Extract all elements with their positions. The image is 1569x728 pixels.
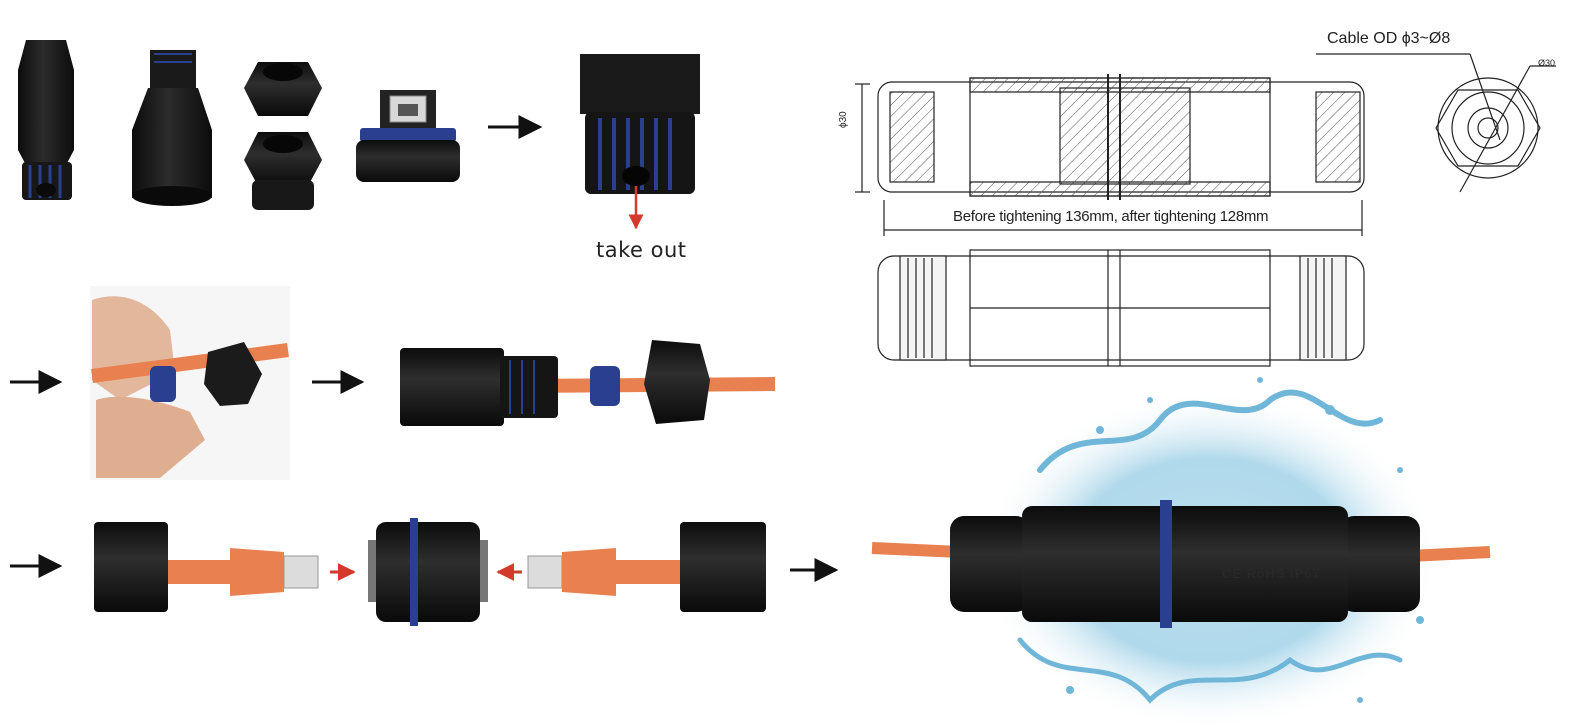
- body-print-label: CE RoHS IP67: [1222, 566, 1321, 581]
- photo-coupler-core: [368, 518, 488, 626]
- side-view-drawing: [877, 249, 1365, 367]
- part-gland-closeup: [580, 54, 700, 194]
- photo-left-housing: [94, 522, 168, 612]
- section-view-drawing: [855, 74, 1365, 236]
- part-rj45-coupler-core: [356, 90, 460, 182]
- photo-right-rj45-plug: [527, 548, 682, 596]
- photo-hands-threading-cable: [90, 286, 290, 480]
- cable-od-label: Cable OD ϕ3~Ø8: [1327, 30, 1451, 47]
- photo-parts-on-cable: [400, 340, 776, 426]
- assembled-connector: [871, 500, 1491, 628]
- side-diameter-label: ϕ30: [838, 111, 849, 128]
- end-view-drawing: [1316, 53, 1556, 193]
- take-out-label: take out: [596, 238, 687, 262]
- photo-left-rj45-plug: [168, 548, 319, 596]
- end-diameter-label: Ø30: [1538, 58, 1556, 68]
- photo-right-housing: [680, 522, 766, 612]
- part-housing-body: [132, 50, 212, 206]
- length-dimension-label: Before tightening 136mm, after tightenin…: [953, 208, 1269, 225]
- part-sealing-nut-bottom: [244, 132, 322, 210]
- part-cable-gland-nut: [18, 40, 74, 200]
- part-sealing-nut-top: [244, 62, 322, 116]
